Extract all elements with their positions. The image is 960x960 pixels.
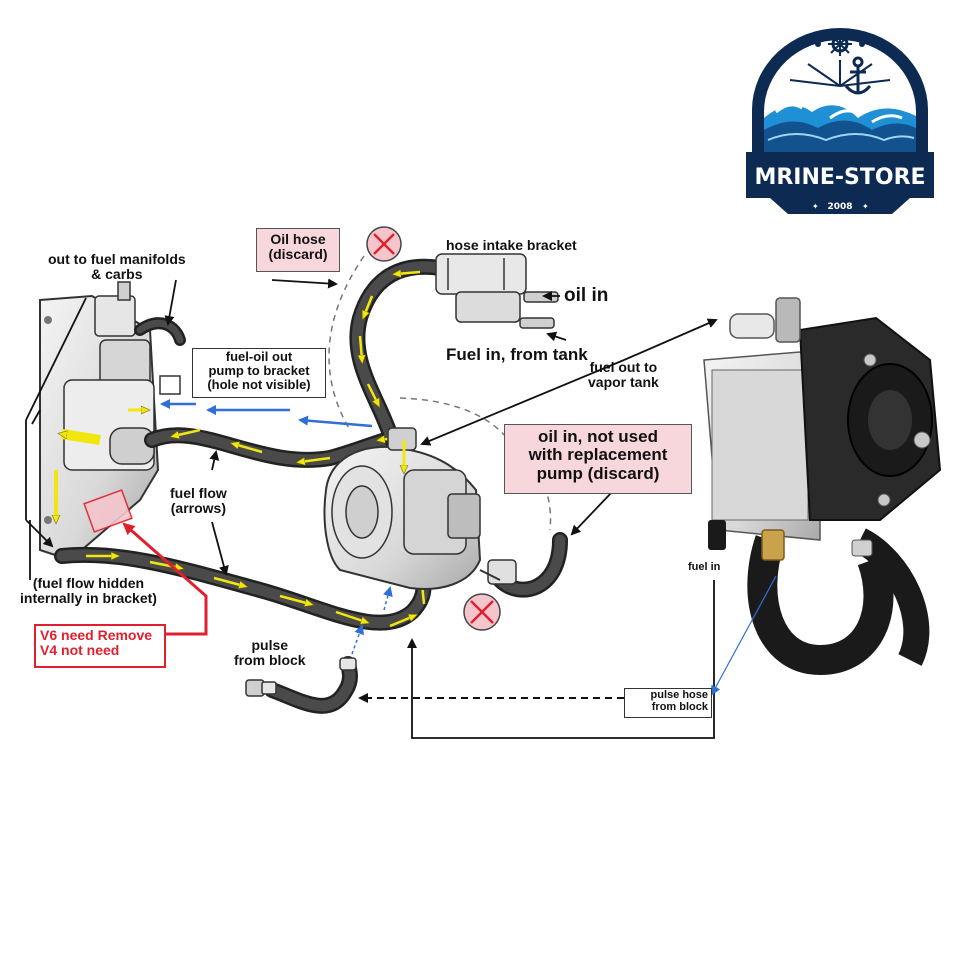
replacement-fuel-pump <box>703 297 942 676</box>
v6-v4-note-box <box>34 624 166 668</box>
label-hose-intake-bracket: hose intake bracket <box>446 237 577 253</box>
oil-in-not-used-box <box>504 424 692 494</box>
label-fuel-in-from-tank: Fuel in, from tank <box>446 345 588 364</box>
blue-arrows <box>160 399 777 696</box>
label-oil-in-not-used: oil in, not used with replacement pump (… <box>528 427 668 483</box>
label-fuel-out-vapor-tank: fuel out to vapor tank <box>588 359 659 391</box>
removal-arrow <box>122 522 208 636</box>
removal-zone <box>83 489 133 533</box>
hose-intake-bracket <box>435 253 559 329</box>
discard-x-icon <box>463 593 501 631</box>
star-icon: ✦ <box>812 202 819 211</box>
pulse-fitting <box>245 657 357 697</box>
sun-rays <box>789 60 891 87</box>
label-fuel-flow-arrows: fuel flow (arrows) <box>170 485 227 517</box>
star-icon: ✦ <box>862 202 869 211</box>
label-v6-v4: V6 need Remove V4 not need <box>40 627 153 659</box>
anchor-icon <box>844 56 872 95</box>
label-pulse-hose-from-block: pulse hose from block <box>650 689 708 713</box>
label-fuel-oil-out: fuel-oil out pump to bracket (hole not v… <box>207 349 311 393</box>
label-fuel-in: fuel in <box>688 561 721 573</box>
fuel-bracket <box>39 281 181 562</box>
ships-wheel-icon <box>828 32 852 56</box>
callout-lines <box>25 278 718 739</box>
waves <box>764 103 916 152</box>
discard-x-icon <box>366 226 402 262</box>
label-out-to-fuel-manifolds: out to fuel manifolds & carbs <box>48 251 186 283</box>
label-pulse-from-block: pulse from block <box>234 637 306 669</box>
original-fuel-pump <box>323 427 517 590</box>
logo-year: 2008 <box>827 202 852 212</box>
label-fuel-flow-hidden: (fuel flow hidden internally in bracket) <box>20 575 157 607</box>
label-oil-in: oil in <box>564 285 609 306</box>
label-oil-hose: Oil hose (discard) <box>268 231 328 263</box>
mrine-store-logo: MRINE-STORE 2008 ✦ ✦ <box>746 28 934 214</box>
fuel-oil-out-box <box>192 348 326 398</box>
pulse-hose-box <box>624 688 712 718</box>
oil-hose-discard-box <box>256 228 340 272</box>
logo-brand: MRINE-STORE <box>754 165 925 190</box>
